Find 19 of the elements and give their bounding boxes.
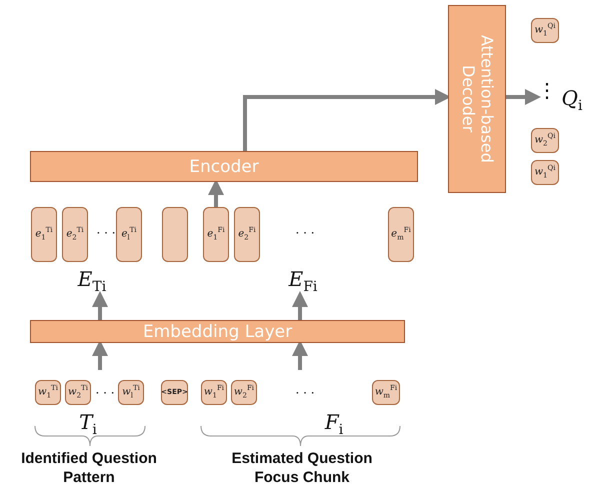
caption-text: Identified Question Pattern (20, 450, 158, 488)
encoder-block: Encoder (30, 151, 418, 182)
arrow (506, 89, 541, 105)
arrow (292, 291, 308, 320)
ellipsis: · · · (95, 226, 117, 240)
math-label: T$_{i}$ (78, 410, 98, 438)
math-label: F$_{i}$ (324, 410, 344, 438)
caption-text: Estimated Question Focus Chunk (230, 450, 374, 488)
math-label: Q$_{i}$ (560, 86, 584, 114)
ellipsis: · · · (94, 386, 116, 400)
ellipsis: · · · (294, 386, 316, 400)
ellipsis: ⋮ (540, 70, 554, 110)
arrow (92, 291, 108, 320)
embedding-layer-block: Embedding Layer (30, 320, 405, 343)
math-label: E$_{Fi}$ (283, 268, 323, 294)
math-label: E$_{Ti}$ (72, 268, 112, 294)
decoder-block: Attention-based Decoder (448, 5, 506, 193)
embedding-vector (162, 207, 188, 262)
ellipsis: · · · (294, 226, 316, 240)
